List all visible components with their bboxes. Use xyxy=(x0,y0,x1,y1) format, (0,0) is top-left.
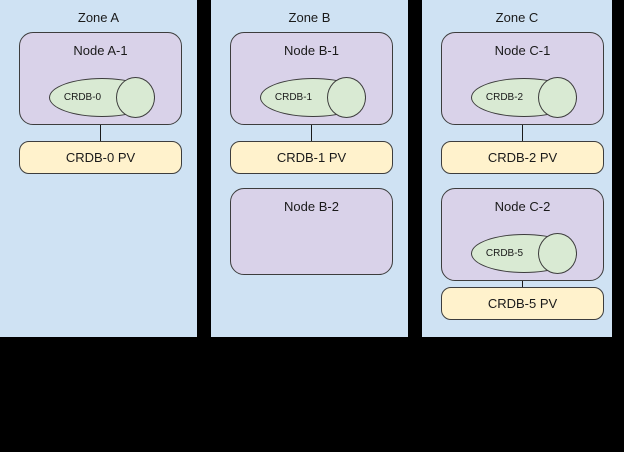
volume-box-crdb-1-pv[interactable]: CRDB-1 PV xyxy=(230,141,393,174)
database-cylinder-crdb-1[interactable]: CRDB-1 xyxy=(260,77,366,118)
node-title-c-2: Node C-2 xyxy=(494,199,551,214)
node-title-a-1: Node A-1 xyxy=(73,43,128,58)
zone-panel-a[interactable]: Zone A Node A-1 CRDB-0 CRDB-0 PV xyxy=(0,0,197,337)
database-cylinder-crdb-2[interactable]: CRDB-2 xyxy=(471,77,577,118)
cylinder-cap xyxy=(538,233,577,274)
node-box-b-1[interactable]: Node B-1 CRDB-1 xyxy=(230,32,393,125)
zone-panel-c[interactable]: Zone C Node C-1 CRDB-2 CRDB-2 PV Node C-… xyxy=(422,0,612,337)
cylinder-cap xyxy=(116,77,155,118)
zone-title-c: Zone C xyxy=(495,10,539,25)
volume-label-crdb-5-pv: CRDB-5 PV xyxy=(487,295,558,311)
cylinder-cap xyxy=(327,77,366,118)
database-cylinder-crdb-5[interactable]: CRDB-5 xyxy=(471,233,577,274)
volume-box-crdb-5-pv[interactable]: CRDB-5 PV xyxy=(441,287,604,320)
node-title-c-1: Node C-1 xyxy=(494,43,551,58)
connector-crdb-1-to-pv xyxy=(311,125,312,141)
volume-label-crdb-0-pv: CRDB-0 PV xyxy=(65,149,136,165)
volume-label-crdb-1-pv: CRDB-1 PV xyxy=(276,149,347,165)
database-label-crdb-2: CRDB-2 xyxy=(485,91,524,103)
node-title-b-1: Node B-1 xyxy=(284,43,339,58)
node-box-b-2[interactable]: Node B-2 xyxy=(230,188,393,275)
database-cylinder-crdb-0[interactable]: CRDB-0 xyxy=(49,77,155,118)
volume-box-crdb-0-pv[interactable]: CRDB-0 PV xyxy=(19,141,182,174)
database-label-crdb-0: CRDB-0 xyxy=(63,91,102,103)
volume-label-crdb-2-pv: CRDB-2 PV xyxy=(487,149,558,165)
node-box-a-1[interactable]: Node A-1 CRDB-0 xyxy=(19,32,182,125)
zone-panel-b[interactable]: Zone B Node B-1 CRDB-1 CRDB-1 PV Node B-… xyxy=(211,0,408,337)
connector-crdb-2-to-pv xyxy=(522,125,523,141)
connector-crdb-0-to-pv xyxy=(100,125,101,141)
database-label-crdb-1: CRDB-1 xyxy=(274,91,313,103)
node-box-c-2[interactable]: Node C-2 CRDB-5 xyxy=(441,188,604,281)
node-box-c-1[interactable]: Node C-1 CRDB-2 xyxy=(441,32,604,125)
node-title-b-2: Node B-2 xyxy=(284,199,339,214)
zone-title-b: Zone B xyxy=(288,10,331,25)
volume-box-crdb-2-pv[interactable]: CRDB-2 PV xyxy=(441,141,604,174)
cylinder-cap xyxy=(538,77,577,118)
zone-title-a: Zone A xyxy=(77,10,120,25)
database-label-crdb-5: CRDB-5 xyxy=(485,247,524,259)
